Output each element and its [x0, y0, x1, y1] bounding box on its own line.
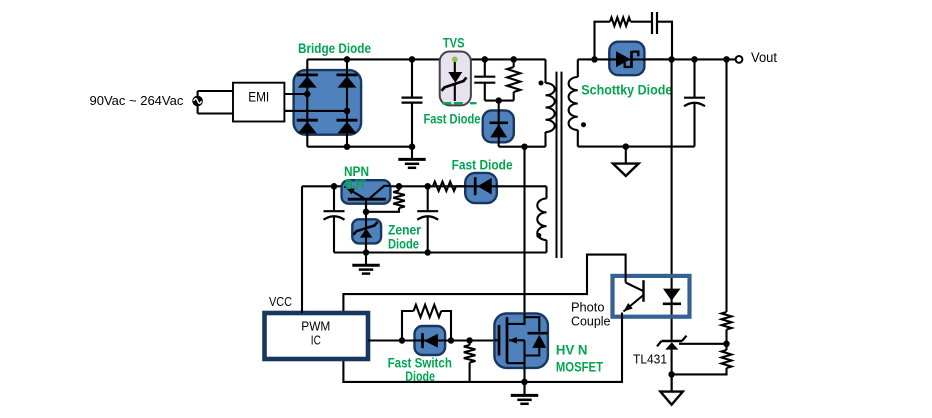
- svg-text:HV N: HV N: [556, 342, 588, 357]
- svg-text:IC: IC: [311, 333, 321, 348]
- svg-text:Fast Diode: Fast Diode: [424, 112, 481, 127]
- svg-text:PWM: PWM: [301, 319, 330, 334]
- svg-text:Fast Switch: Fast Switch: [388, 356, 452, 371]
- svg-text:VCC: VCC: [269, 295, 292, 309]
- svg-text:90Vac ~ 264Vac: 90Vac ~ 264Vac: [90, 93, 184, 108]
- svg-text:EMI: EMI: [248, 89, 269, 105]
- svg-text:Diode: Diode: [388, 237, 419, 252]
- svg-text:BJT: BJT: [345, 177, 367, 192]
- svg-text:Photo: Photo: [571, 300, 605, 315]
- svg-text:MOSFET: MOSFET: [556, 359, 604, 374]
- svg-text:Schottky Diode: Schottky Diode: [581, 83, 672, 98]
- svg-text:Couple: Couple: [571, 314, 611, 329]
- svg-text:Bridge Diode: Bridge Diode: [298, 41, 371, 56]
- svg-text:TL431: TL431: [633, 352, 667, 367]
- svg-text:TVS: TVS: [443, 36, 465, 51]
- svg-text:Diode: Diode: [405, 369, 435, 384]
- svg-text:NPN: NPN: [344, 164, 369, 179]
- svg-text:Vout: Vout: [751, 50, 777, 65]
- svg-text:Fast Diode: Fast Diode: [452, 158, 513, 173]
- svg-text:Zener: Zener: [388, 223, 422, 238]
